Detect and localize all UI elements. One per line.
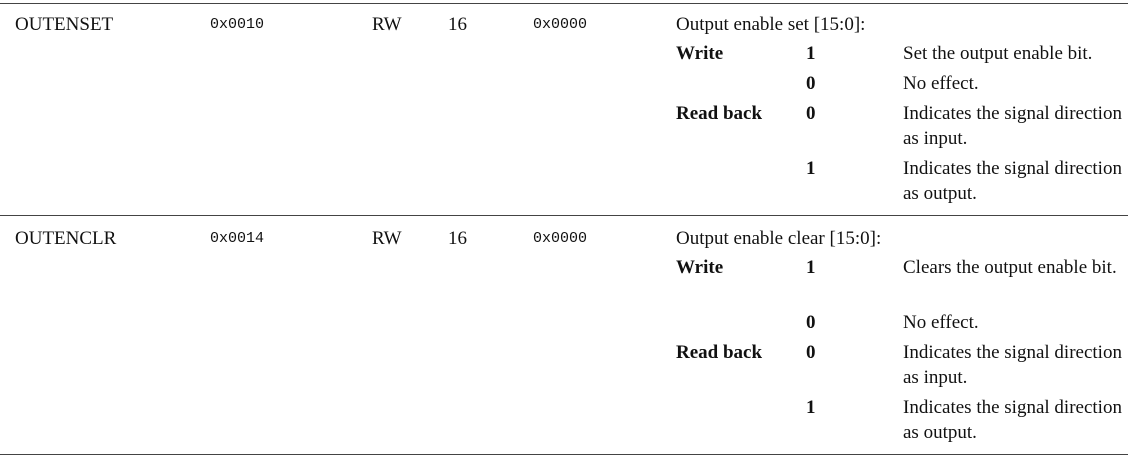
detail-meaning: Clears the output enable bit. [903, 257, 1117, 278]
detail-value: 0 [806, 103, 816, 124]
detail-value: 1 [806, 257, 816, 278]
register-width: 16 [448, 14, 467, 35]
register-reset-value: 0x0000 [533, 230, 588, 247]
detail-meaning: No effect. [903, 312, 979, 333]
detail-op: Read back [676, 103, 763, 124]
detail-value: 0 [806, 312, 816, 333]
detail-value: 0 [806, 342, 816, 363]
detail-meaning: Indicates the signal direction as input. [903, 103, 1122, 149]
detail-op: Read back [676, 342, 763, 363]
row-divider [0, 215, 1128, 216]
table-top-border [0, 3, 1128, 4]
detail-meaning: Indicates the signal direction as output… [903, 158, 1122, 204]
detail-meaning: No effect. [903, 73, 979, 94]
detail-meaning: Indicates the signal direction as input. [903, 342, 1122, 388]
detail-op: Write [676, 43, 724, 64]
register-name: OUTENSET [15, 14, 114, 35]
register-type: RW [372, 228, 402, 249]
register-offset: 0x0014 [210, 230, 265, 247]
register-type: RW [372, 14, 402, 35]
detail-value: 1 [806, 158, 816, 179]
detail-meaning: Set the output enable bit. [903, 43, 1093, 64]
register-description: Output enable clear [15:0]: [676, 228, 882, 249]
detail-value: 1 [806, 43, 816, 64]
register-name: OUTENCLR [15, 228, 117, 249]
register-reset-value: 0x0000 [533, 16, 588, 33]
register-description: Output enable set [15:0]: [676, 14, 866, 35]
register-row-outenset: OUTENSET 0x0010 RW 16 0x0000 Output enab… [0, 12, 1128, 212]
detail-meaning: Indicates the signal direction as output… [903, 397, 1122, 443]
register-width: 16 [448, 228, 467, 249]
register-offset: 0x0010 [210, 16, 265, 33]
register-row-outenclr: OUTENCLR 0x0014 RW 16 0x0000 Output enab… [0, 226, 1128, 451]
detail-value: 0 [806, 73, 816, 94]
table-bottom-border [0, 454, 1128, 455]
detail-op: Write [676, 257, 724, 278]
detail-value: 1 [806, 397, 816, 418]
